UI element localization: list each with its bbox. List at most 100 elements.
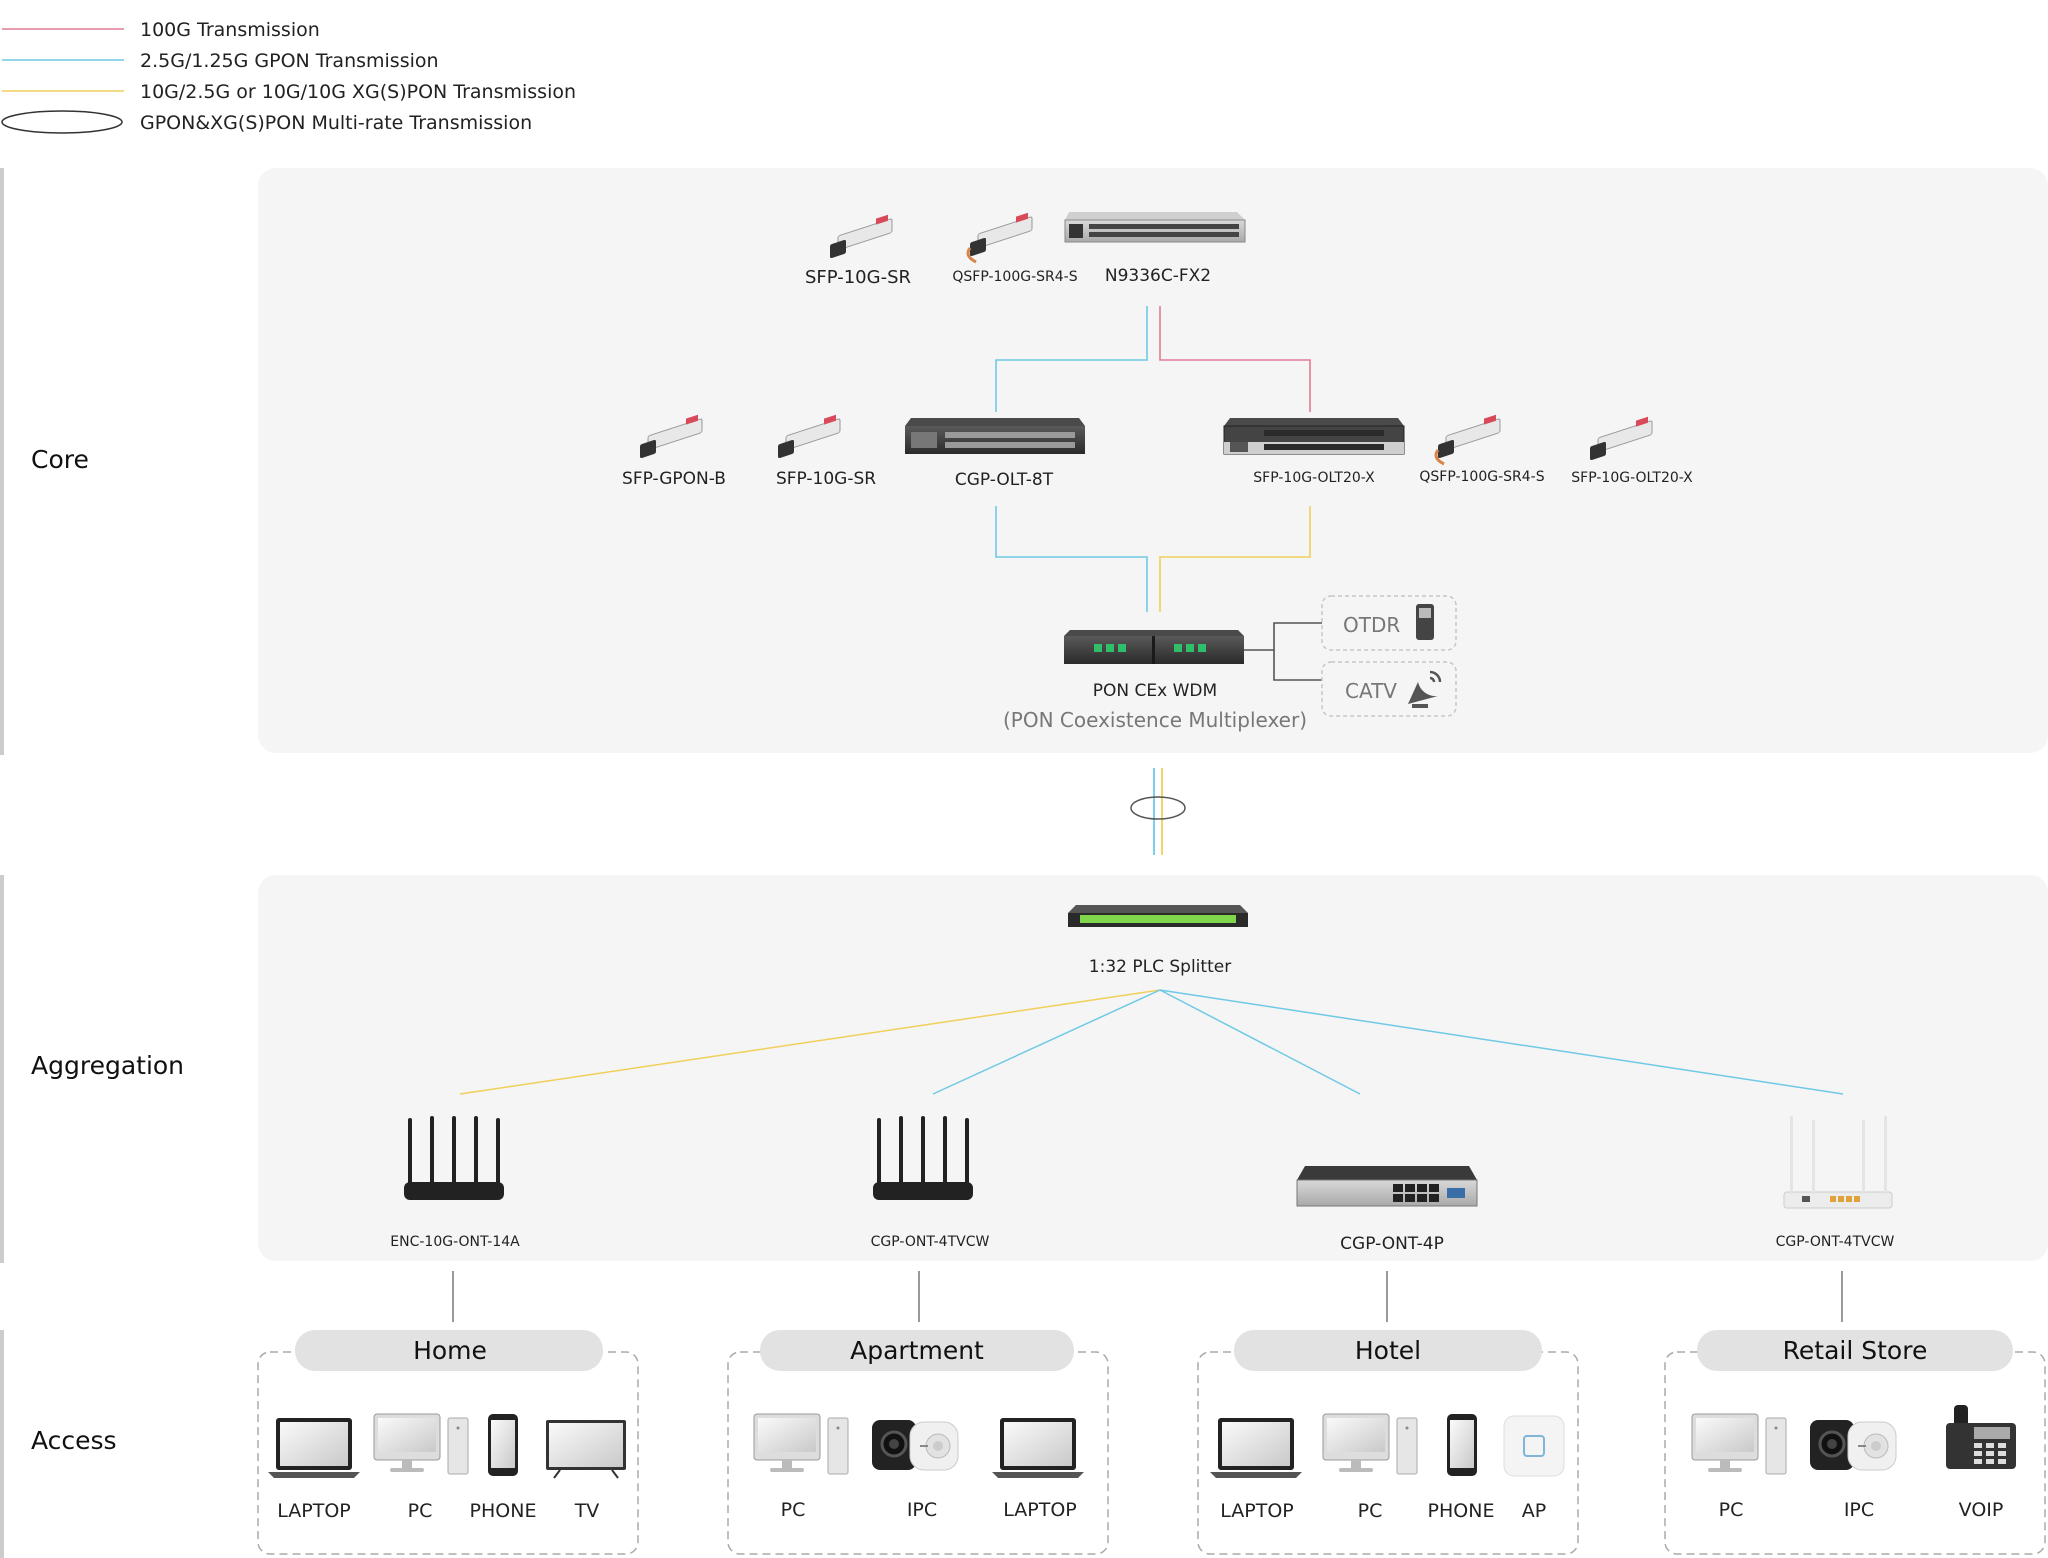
ont-label-1: ENC-10G-ONT-14A [390,1234,520,1250]
mid-qsfp-label: QSFP-100G-SR4-S [1419,469,1544,485]
access-group-home: Home LAPTOP PC PHONE TV [257,1330,639,1555]
apartment-title: Apartment [850,1336,984,1365]
laptop-icon [1210,1418,1302,1478]
apartment-device-label: LAPTOP [1003,1499,1077,1521]
ap-icon [1503,1415,1565,1477]
home-title: Home [413,1336,487,1365]
hotel-device-label: AP [1522,1500,1546,1522]
legend-label-gpon: 2.5G/1.25G GPON Transmission [140,50,439,72]
trunk-multirate-ellipse [1130,796,1186,820]
catv-box [1321,661,1457,717]
otdr-icon [1416,604,1434,640]
catv-label: CATV [1345,679,1397,703]
legend-ellipse-multirate [1,110,123,134]
apartment-title-pill [760,1330,1074,1371]
link-olt-right-to-wdm [1159,506,1311,612]
retail-store-device-label: IPC [1844,1499,1874,1521]
wdm-name: PON CEx WDM [1093,681,1217,701]
hotel-device-label: PHONE [1428,1500,1495,1522]
pc-icon [1691,1413,1787,1475]
mid-sfp-gpon-label: SFP-GPON-B [622,469,726,489]
link-splitter-to-ont-1 [459,989,1161,1095]
link-switch-to-olt-left [995,306,1148,412]
section-label-core: Core [31,445,89,474]
access-drops [452,1271,1843,1322]
ipc-icon [870,1418,960,1472]
ont-router-4 [1783,1116,1893,1209]
laptop-icon [268,1418,360,1478]
pc-icon [373,1413,469,1475]
ont-label-2: CGP-ONT-4TVCW [871,1234,990,1250]
tv-icon [545,1419,627,1479]
plc-splitter [1068,905,1248,927]
hotel-device-label: PC [1358,1500,1383,1522]
laptop-icon [992,1418,1084,1478]
legend: 100G Transmission 2.5G/1.25G GPON Transm… [1,19,576,134]
top-switch-label: N9336C-FX2 [1105,266,1211,286]
section-label-access: Access [31,1426,117,1455]
ipc-icon [1808,1418,1898,1472]
ont-switch-3 [1296,1166,1478,1207]
ont-label-4: CGP-ONT-4TVCW [1776,1234,1895,1250]
access-bar [0,1330,4,1558]
top-qsfp-label: QSFP-100G-SR4-S [952,269,1077,285]
link-olt-left-to-wdm [995,506,1148,612]
core-links [995,306,1322,681]
top-qsfp-module [966,212,1033,264]
wdm-description: (PON Coexistence Multiplexer) [1003,708,1307,732]
link-splitter-to-ont-4 [1159,989,1844,1095]
olt-right-label: SFP-10G-OLT20-X [1253,470,1375,486]
home-device-label: LAPTOP [277,1500,351,1522]
apartment-device-label: PC [781,1499,806,1521]
home-device-label: TV [574,1500,600,1522]
mid-qsfp-module [1434,414,1501,466]
access-group-apartment: Apartment PC IPC LAPTOP [727,1330,1109,1555]
pon-cex-wdm [1064,630,1244,664]
access-group-hotel: Hotel LAPTOP PC PHONE AP [1197,1330,1579,1555]
aggregation-bar [0,875,4,1263]
retail-store-device-label: PC [1719,1499,1744,1521]
pc-icon [753,1413,849,1475]
voip-phone-icon [1946,1405,2016,1469]
otdr-label: OTDR [1343,613,1400,637]
satellite-dish-icon [1408,670,1442,708]
hotel-title: Hotel [1355,1336,1421,1365]
olt-right [1223,418,1405,455]
hotel-device-label: LAPTOP [1220,1500,1294,1522]
mid-sfp-olt-label: SFP-10G-OLT20-X [1571,470,1693,486]
section-label-aggregation: Aggregation [31,1051,184,1080]
access-group-retail-store: Retail Store PC IPC VOIP [1664,1330,2046,1555]
aggregation-panel [258,875,2048,1261]
hotel-title-pill [1234,1330,1542,1371]
core-bar [0,168,4,755]
splitter-links [459,989,1844,1095]
olt-left-label: CGP-OLT-8T [955,470,1054,490]
retail-store-title-pill [1697,1330,2013,1371]
top-sfp-label: SFP-10G-SR [805,267,911,288]
link-wdm-to-catv [1273,650,1322,681]
splitter-label: 1:32 PLC Splitter [1089,957,1231,977]
olt-left [905,418,1085,454]
phone-icon [488,1414,518,1476]
pc-icon [1322,1413,1418,1475]
trunk-link [1130,768,1186,855]
mid-sfp-10g-label: SFP-10G-SR [776,469,876,489]
link-wdm-to-otdr [1244,622,1322,651]
core-panel [258,168,2048,753]
home-device-label: PHONE [470,1500,537,1522]
link-splitter-to-ont-3 [1159,989,1361,1095]
ont-label-3: CGP-ONT-4P [1340,1234,1444,1254]
link-splitter-to-ont-2 [932,989,1161,1095]
home-device-label: PC [408,1500,433,1522]
otdr-box [1321,595,1457,651]
legend-label-100g: 100G Transmission [140,19,320,41]
top-switch [1064,212,1246,243]
home-title-pill [295,1330,603,1371]
legend-label-multirate: GPON&XG(S)PON Multi-rate Transmission [140,112,532,134]
retail-store-title: Retail Store [1783,1336,1928,1365]
retail-store-device-label: VOIP [1959,1499,2004,1521]
legend-label-xgspon: 10G/2.5G or 10G/10G XG(S)PON Transmissio… [140,81,576,103]
link-switch-to-olt-right [1159,306,1311,412]
phone-icon [1447,1414,1477,1476]
